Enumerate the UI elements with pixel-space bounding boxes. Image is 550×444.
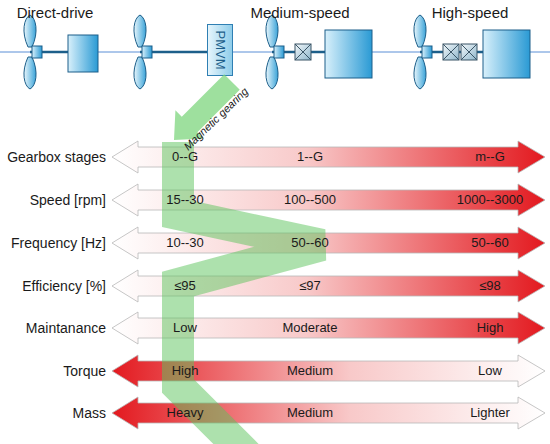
arrow-body xyxy=(112,141,545,173)
cell-value: Low xyxy=(478,364,502,379)
cell-value: Medium xyxy=(287,364,333,379)
cell-value: High xyxy=(172,364,199,379)
rotor-blade xyxy=(134,57,146,89)
gearbox-cross xyxy=(461,44,477,60)
row-label: Maintanance xyxy=(26,320,106,336)
comparison-arrow: Efficiency [%] ≤95 ≤97 ≤98 xyxy=(0,268,550,304)
cell-value: Moderate xyxy=(283,321,338,336)
gearbox-cross xyxy=(295,44,311,60)
cell-value: Heavy xyxy=(167,406,204,421)
comparison-arrow: Torque High Medium Low xyxy=(0,353,550,389)
design-band xyxy=(178,142,322,444)
gearbox-cross xyxy=(443,44,459,60)
cell-value: 0--G xyxy=(172,150,198,165)
comparison-arrow: Gearbox stages 0--G 1--G m--G xyxy=(0,139,550,175)
comparison-arrow: Frequency [Hz] 10--30 50--60 50--60 xyxy=(0,225,550,261)
gearbox-stage xyxy=(443,44,459,60)
turbine-title: Direct-drive xyxy=(17,4,94,21)
turbine-title: Medium-speed xyxy=(250,4,349,21)
gearbox-stage xyxy=(295,44,311,60)
row-label: Efficiency [%] xyxy=(22,278,106,294)
cell-value: ≤95 xyxy=(174,279,196,294)
cell-value: 1000--3000 xyxy=(457,193,524,208)
arrow-body xyxy=(112,355,545,387)
cell-value: 100--500 xyxy=(284,193,336,208)
gearing-arrow xyxy=(174,74,240,140)
row-label: Frequency [Hz] xyxy=(11,235,106,251)
cell-value: Low xyxy=(173,321,197,336)
wind-turbine xyxy=(24,15,98,89)
row-label: Mass xyxy=(73,405,106,421)
generator-box xyxy=(68,35,98,72)
row-label: Speed [rpm] xyxy=(30,192,106,208)
comparison-arrow: Mass Heavy Medium Lighter xyxy=(0,395,550,431)
arrow-body xyxy=(112,270,545,302)
arrow-body xyxy=(112,184,545,216)
wind-turbine xyxy=(266,15,372,89)
rotor-blade xyxy=(414,57,426,89)
gearbox-stage xyxy=(461,44,477,60)
rotor-hub xyxy=(274,46,284,58)
cell-value: 10--30 xyxy=(166,236,204,251)
comparison-arrow: Speed [rpm] 15--30 100--500 1000--3000 xyxy=(0,182,550,218)
pmvm-box: PMVM xyxy=(207,24,233,76)
cell-value: 50--60 xyxy=(291,236,329,251)
cell-value: ≤98 xyxy=(479,279,501,294)
cell-value: 15--30 xyxy=(166,193,204,208)
arrow-body xyxy=(112,397,545,429)
wind-turbine xyxy=(134,15,207,89)
cell-value: Lighter xyxy=(470,406,510,421)
arrow-body xyxy=(112,227,545,259)
cell-value: ≤97 xyxy=(299,279,321,294)
wind-turbine xyxy=(414,15,530,89)
cell-value: 50--60 xyxy=(471,236,509,251)
rotor-hub xyxy=(142,46,152,58)
arrow-label: Magnetic gearing xyxy=(181,85,250,153)
row-label: Torque xyxy=(63,363,106,379)
generator-box xyxy=(483,30,530,78)
rotor-blade xyxy=(24,57,36,89)
turbine-title: High-speed xyxy=(432,4,509,21)
arrow-body xyxy=(112,312,545,344)
cell-value: High xyxy=(477,321,504,336)
box-label: PMVM xyxy=(213,31,228,70)
rotor-blade xyxy=(414,15,426,47)
rotor-hub xyxy=(422,46,432,58)
cell-value: m--G xyxy=(475,150,505,165)
comparison-arrow: Maintanance Low Moderate High xyxy=(0,310,550,346)
rotor-blade xyxy=(134,15,146,47)
rotor-hub xyxy=(32,46,42,58)
cell-value: Medium xyxy=(287,406,333,421)
cell-value: 1--G xyxy=(297,150,323,165)
rotor-blade xyxy=(266,57,278,89)
generator-box xyxy=(325,30,372,78)
row-label: Gearbox stages xyxy=(7,149,106,165)
